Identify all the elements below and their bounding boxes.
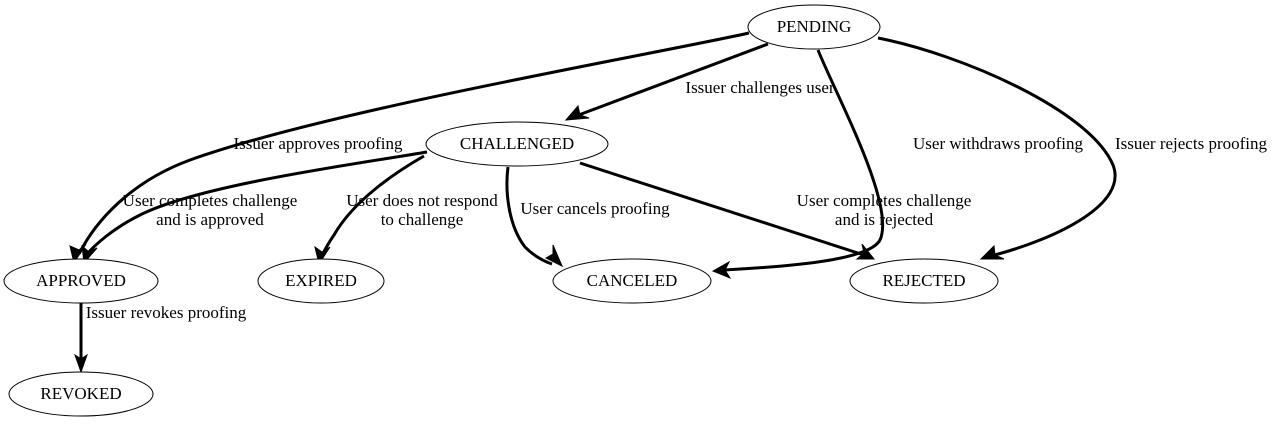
edge-line <box>505 166 553 266</box>
node-approved[interactable]: APPROVED <box>3 258 159 304</box>
edge-line <box>575 42 769 118</box>
edge-label-text: User withdraws proofing <box>913 134 1083 153</box>
node-shape[interactable] <box>425 121 609 167</box>
edge-labels-layer: Issuer approves proofing Issuer challenge… <box>86 78 1268 322</box>
node-shape[interactable] <box>552 258 712 304</box>
arrowhead-icon <box>544 244 563 268</box>
edge-challenged-to-canceled <box>505 166 563 268</box>
node-expired[interactable]: EXPIRED <box>257 258 385 304</box>
nodes-layer: PENDING CHALLENGED APPROVED EXPIRED CANCELED… <box>3 4 999 417</box>
node-label: EXPIRED <box>285 271 357 290</box>
edge-approved-to-revoked <box>74 303 88 374</box>
arrowhead-icon <box>855 243 876 260</box>
edge-label-text: Issuer challenges user <box>685 78 835 97</box>
edge-line <box>85 150 428 255</box>
edge-label-text: Issuer rejects proofing <box>1115 134 1268 153</box>
edge-label-text: User completes challenge <box>797 191 972 210</box>
edge-label-text: to challenge <box>381 210 464 229</box>
node-label: REJECTED <box>882 271 965 290</box>
node-label: APPROVED <box>36 271 126 290</box>
edge-label-text: Issuer approves proofing <box>233 134 403 153</box>
node-label: CANCELED <box>587 271 678 290</box>
edge-line <box>877 36 1117 258</box>
edge-label-text: User does not respond <box>346 191 498 210</box>
edge-label-text: User cancels proofing <box>520 199 670 218</box>
edge-line <box>723 49 885 272</box>
edge-pending-to-challenged <box>564 42 769 121</box>
edge-label-pending-canceled: User withdraws proofing <box>913 134 1083 153</box>
node-label: CHALLENGED <box>460 134 574 153</box>
node-revoked[interactable]: REVOKED <box>8 371 154 417</box>
arrowhead-icon <box>564 104 590 121</box>
node-label: PENDING <box>777 17 852 36</box>
edge-line <box>77 31 750 255</box>
node-pending[interactable]: PENDING <box>747 4 881 50</box>
node-shape[interactable] <box>3 258 159 304</box>
edge-challenged-to-rejected <box>579 161 876 260</box>
edge-label-pending-approved: Issuer approves proofing <box>233 134 403 153</box>
arrowhead-icon <box>979 244 1005 260</box>
node-shape[interactable] <box>849 258 999 304</box>
edge-label-text: and is approved <box>156 210 264 229</box>
node-shape[interactable] <box>257 258 385 304</box>
edge-label-pending-rejected: Issuer rejects proofing <box>1115 134 1268 153</box>
edge-label-text: and is rejected <box>835 210 934 229</box>
node-canceled[interactable]: CANCELED <box>552 258 712 304</box>
edge-label-pending-challenged: Issuer challenges user <box>685 78 835 97</box>
node-challenged[interactable]: CHALLENGED <box>425 121 609 167</box>
edge-pending-to-canceled <box>711 49 885 280</box>
edge-label-challenged-canceled: User cancels proofing <box>520 199 670 218</box>
node-shape[interactable] <box>8 371 154 417</box>
arrowhead-icon <box>711 260 732 280</box>
node-label: REVOKED <box>40 384 121 403</box>
edge-label-approved-revoked: Issuer revokes proofing <box>86 303 247 322</box>
node-rejected[interactable]: REJECTED <box>849 258 999 304</box>
node-shape[interactable] <box>747 4 881 50</box>
edge-line <box>579 161 865 257</box>
edge-label-text: User completes challenge <box>123 191 298 210</box>
arrowhead-icon <box>74 353 88 374</box>
edge-label-text: Issuer revokes proofing <box>86 303 247 322</box>
edge-pending-to-rejected <box>877 36 1117 260</box>
edges-layer <box>69 31 1117 374</box>
